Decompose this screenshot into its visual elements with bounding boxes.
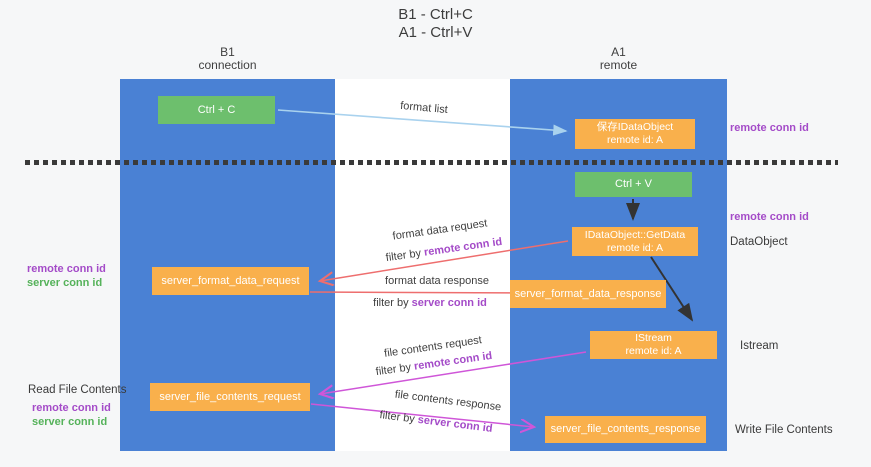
save-idataobject-line1: 保存IDataObject [596,121,674,133]
edge-label-format-data-response: format data response [385,275,489,287]
server-format-data-request-label: server_format_data_request [161,274,300,287]
node-server-file-contents-response: server_file_contents_response [545,416,706,443]
label-write-file-contents: Write File Contents [735,424,833,436]
server-file-contents-request-label: server_file_contents_request [159,390,301,403]
node-idataobject-getdata: IDataObject::GetData remote id: A [572,227,698,256]
label-dataobject: DataObject [730,236,788,248]
label-read-file-contents: Read File Contents [28,384,127,396]
diagram-title: B1 - Ctrl+C A1 - Ctrl+V [0,6,871,42]
node-server-format-data-response: server_format_data_response [510,280,666,308]
lane-a1-subtitle: remote [599,58,638,72]
node-save-idataobject: 保存IDataObject remote id: A [575,119,695,149]
label-istream: Istream [740,340,779,352]
node-ctrl-v: Ctrl + V [575,172,692,197]
lane-b1-subtitle: connection [198,58,257,72]
lane-a1-name: A1 [611,45,626,59]
server-format-data-response-label: server_format_data_response [514,287,662,300]
lane-b1-name: B1 [220,45,235,59]
getdata-line1: IDataObject::GetData [584,228,686,241]
server-conn-id-text: server conn id [411,297,487,309]
label-server-conn-id-left-2: server conn id [32,416,108,428]
lane-header-a1: A1 remote [510,46,727,72]
title-line-1: B1 - Ctrl+C [398,6,473,23]
edge-label-filter-server-1: filter by server conn id [373,297,487,309]
label-remote-conn-id-left-2: remote conn id [32,402,111,414]
label-server-conn-id-left-1: server conn id [27,277,103,289]
getdata-line2: remote id: A [606,241,664,254]
node-istream: IStream remote id: A [590,331,717,359]
node-server-file-contents-request: server_file_contents_request [150,383,310,411]
istream-line2: remote id: A [625,345,682,357]
session-divider-dashed-line [25,160,838,165]
ctrl-v-label: Ctrl + V [615,178,652,190]
node-server-format-data-request: server_format_data_request [152,267,309,295]
ctrl-c-label: Ctrl + C [197,103,236,116]
title-line-2: A1 - Ctrl+V [398,24,473,41]
save-idataobject-line2: remote id: A [606,134,664,146]
server-file-contents-response-label: server_file_contents_response [550,423,701,435]
label-remote-conn-id-top-right: remote conn id [730,122,809,134]
node-ctrl-c: Ctrl + C [158,96,275,124]
label-remote-conn-id-left-1: remote conn id [27,263,106,275]
label-remote-conn-id-mid-right: remote conn id [730,211,809,223]
istream-line1: IStream [635,332,672,344]
lane-header-b1: B1 connection [120,46,335,72]
filter-by-text: filter by [373,297,412,309]
